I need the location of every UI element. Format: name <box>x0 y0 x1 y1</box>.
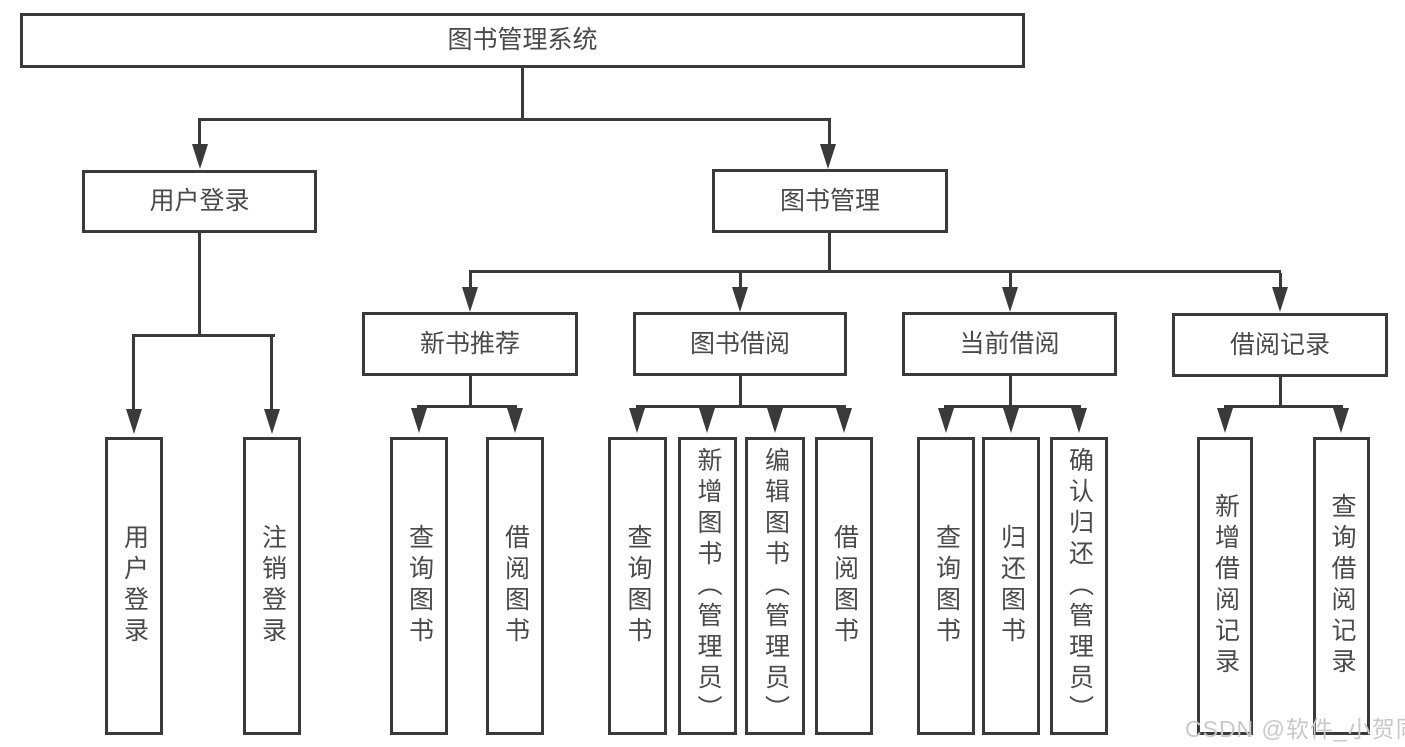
node-leaf-label: 借阅图书 <box>830 524 859 648</box>
node-leaf-label: 新增图书（管理员） <box>694 446 722 726</box>
node-new-book-recommend-label: 新书推荐 <box>419 329 520 358</box>
arrow-down-icon <box>264 409 280 434</box>
arrow-down-icon <box>699 408 715 433</box>
connector-line <box>270 337 273 410</box>
node-leaf-label: 查询借阅记录 <box>1328 493 1356 679</box>
connector-line <box>828 121 831 145</box>
connector-line <box>1009 376 1012 407</box>
connector-line <box>739 273 742 288</box>
node-leaf-label: 用户登录 <box>120 524 149 648</box>
connector-line <box>469 376 472 407</box>
node-leaf-user-login: 用户登录 <box>105 437 163 735</box>
connector-line <box>944 405 1081 408</box>
connector-line <box>1224 405 1343 408</box>
arrow-down-icon <box>1217 408 1233 433</box>
node-leaf-label: 查询图书 <box>932 524 961 648</box>
csdn-watermark: CSDN @软件_小贺同学 <box>1185 716 1405 742</box>
arrow-down-icon <box>126 409 142 434</box>
connector-line <box>469 273 472 288</box>
connector-line <box>132 334 275 337</box>
arrow-down-icon <box>836 408 852 433</box>
node-book-management: 图书管理 <box>712 169 948 233</box>
node-leaf-label: 确认归还（管理员） <box>1065 446 1094 726</box>
node-leaf-current-confirm-return-admin: 确认归还（管理员） <box>1050 437 1108 735</box>
node-root: 图书管理系统 <box>20 13 1025 68</box>
node-book-borrow: 图书借阅 <box>633 312 847 376</box>
node-borrow-record-label: 借阅记录 <box>1229 330 1330 359</box>
node-leaf-record-search-record: 查询借阅记录 <box>1313 437 1370 735</box>
connector-line <box>1279 273 1282 288</box>
node-root-label: 图书管理系统 <box>447 26 598 54</box>
arrow-down-icon <box>192 144 208 169</box>
arrow-down-icon <box>462 287 478 312</box>
arrow-down-icon <box>820 144 836 169</box>
node-leaf-record-add-record: 新增借阅记录 <box>1197 437 1253 735</box>
connector-line <box>828 233 831 273</box>
arrow-down-icon <box>411 408 427 433</box>
node-leaf-logout: 注销登录 <box>243 437 301 735</box>
connector-line <box>739 376 742 407</box>
node-borrow-record: 借阅记录 <box>1172 313 1388 377</box>
node-leaf-borrow-edit-book-admin: 编辑图书（管理员） <box>745 437 805 735</box>
node-leaf-borrow-add-book-admin: 新增图书（管理员） <box>678 437 737 735</box>
node-current-borrow-label: 当前借阅 <box>959 329 1060 358</box>
node-leaf-label: 新增借阅记录 <box>1211 493 1240 679</box>
node-leaf-label: 查询图书 <box>624 524 652 648</box>
connector-line <box>198 121 201 145</box>
node-leaf-label: 注销登录 <box>258 524 287 648</box>
node-leaf-label: 借阅图书 <box>501 524 530 648</box>
arrow-down-icon <box>1071 408 1087 433</box>
node-new-book-recommend: 新书推荐 <box>362 312 578 376</box>
connector-line <box>132 337 135 410</box>
node-leaf-borrow-borrow-book: 借阅图书 <box>815 437 873 735</box>
node-leaf-newrec-search-book: 查询图书 <box>390 437 448 735</box>
node-leaf-label: 归还图书 <box>997 524 1026 648</box>
connector-line <box>1279 377 1282 408</box>
arrow-down-icon <box>767 408 783 433</box>
connector-line <box>198 233 201 337</box>
arrow-down-icon <box>938 408 954 433</box>
connector-line <box>1009 273 1012 288</box>
node-book-management-label: 图书管理 <box>779 186 880 215</box>
node-leaf-current-return-book: 归还图书 <box>982 437 1040 735</box>
node-user-login: 用户登录 <box>82 170 317 233</box>
arrow-down-icon <box>629 408 645 433</box>
connector-line <box>469 270 1281 273</box>
arrow-down-icon <box>1002 287 1018 312</box>
node-user-login-label: 用户登录 <box>149 187 250 215</box>
connector-line <box>198 118 831 121</box>
node-leaf-label: 编辑图书（管理员） <box>761 446 790 726</box>
arrow-down-icon <box>1333 408 1349 433</box>
node-current-borrow: 当前借阅 <box>902 312 1117 376</box>
arrow-down-icon <box>507 408 523 433</box>
node-leaf-borrow-search-book: 查询图书 <box>608 437 667 735</box>
connector-line <box>636 405 846 408</box>
node-leaf-current-search-book: 查询图书 <box>917 437 975 735</box>
connector-line <box>417 405 517 408</box>
connector-line <box>521 66 524 121</box>
arrow-down-icon <box>1272 287 1288 312</box>
arrow-down-icon <box>1003 408 1019 433</box>
arrow-down-icon <box>732 287 748 312</box>
node-book-borrow-label: 图书借阅 <box>689 329 790 358</box>
node-leaf-newrec-borrow-book: 借阅图书 <box>486 437 544 735</box>
node-leaf-label: 查询图书 <box>405 524 434 648</box>
